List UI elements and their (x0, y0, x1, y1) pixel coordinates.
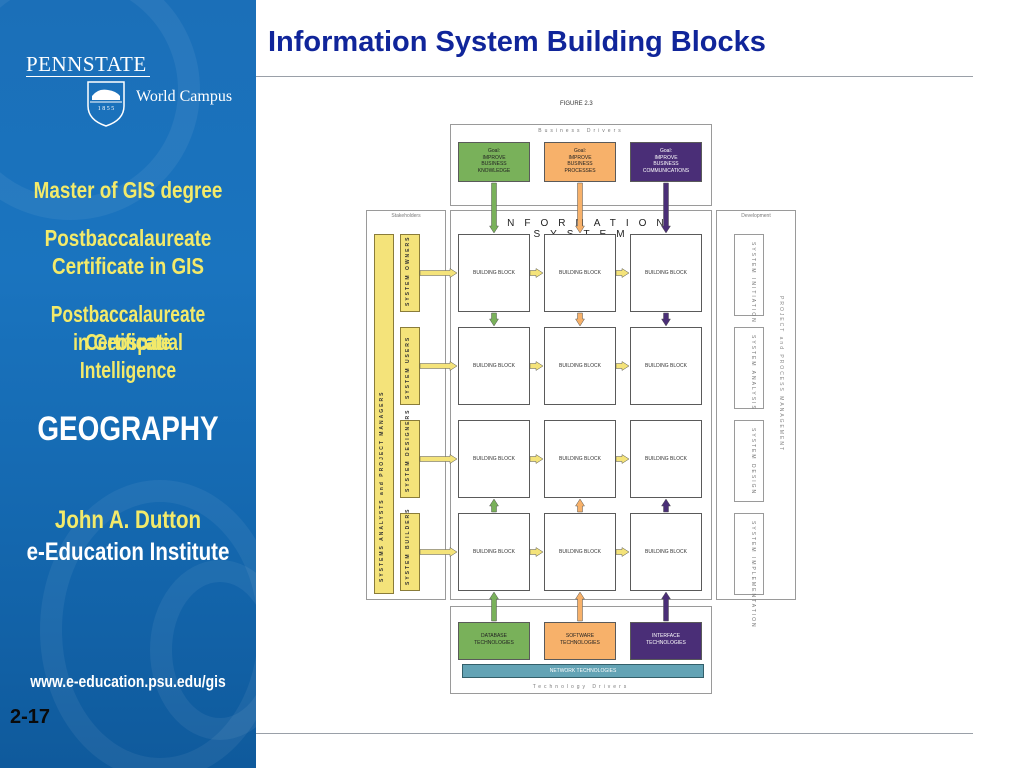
building-block: BUILDING BLOCK (544, 234, 616, 312)
analysts-managers-column (374, 234, 394, 594)
development-row-label: SYSTEM IMPLEMENTATION (750, 521, 756, 629)
development-row-label: SYSTEM INITIATION (750, 242, 756, 324)
process-management-label: PROJECT and PROCESS MANAGEMENT (778, 296, 784, 453)
business-drivers-label: Business Drivers (538, 128, 624, 134)
building-block: BUILDING BLOCK (544, 327, 616, 405)
logo-divider (26, 76, 150, 77)
figure-caption: FIGURE 2.3 (560, 101, 593, 107)
analysts-managers-label: SYSTEMS ANALYSTS and PROJECT MANAGERS (379, 390, 385, 582)
stakeholder-row-3 (400, 513, 420, 591)
program-postbac-gis-line2: Certificate in GIS (52, 253, 204, 279)
footer-divider (256, 733, 973, 734)
world-campus-text: World Campus (136, 88, 233, 105)
website-url: www.e-education.psu.edu/gis (30, 672, 226, 691)
stakeholders-label: Stakeholders (391, 213, 421, 219)
building-block: BUILDING BLOCK (544, 513, 616, 591)
building-block: BUILDING BLOCK (630, 327, 702, 405)
institute-name-line1: John A. Dutton (54, 506, 202, 534)
stakeholder-row-label: SYSTEM BUILDERS (405, 507, 411, 585)
building-block: BUILDING BLOCK (458, 327, 530, 405)
building-block: BUILDING BLOCK (458, 513, 530, 591)
stakeholder-row-1 (400, 327, 420, 405)
development-row-3 (734, 513, 764, 595)
development-row-1 (734, 327, 764, 409)
network-technologies-bar: NETWORK TECHNOLOGIES (462, 664, 704, 678)
stakeholder-row-label: SYSTEM OWNERS (405, 235, 411, 306)
building-block: BUILDING BLOCK (630, 234, 702, 312)
development-row-0 (734, 234, 764, 316)
program-postbac-geoint-line2: in Geospatial Intelligence (73, 329, 183, 383)
building-block: BUILDING BLOCK (630, 513, 702, 591)
development-label: Development (741, 213, 771, 219)
development-row-label: SYSTEM DESIGN (750, 428, 756, 496)
technology-drivers-label: Technology Drivers (532, 684, 630, 690)
stakeholder-row-label: SYSTEM USERS (405, 335, 411, 399)
building-block: BUILDING BLOCK (458, 234, 530, 312)
program-postbac-geoint-line1: Postbaccalaureate Certificate (50, 301, 206, 355)
institute-name-line2: e-Education Institute (26, 538, 230, 566)
building-block: BUILDING BLOCK (544, 420, 616, 498)
pennstate-logo-text: PENNSTATE (26, 52, 147, 76)
nittany-lion-shield-icon: 1 8 5 5 (87, 81, 125, 127)
slide-title: Information System Building Blocks (268, 26, 766, 58)
development-row-2 (734, 420, 764, 502)
building-blocks-figure: FIGURE 2.3 Business Drivers Goal:IMPROVE… (360, 96, 800, 700)
building-block: BUILDING BLOCK (630, 420, 702, 498)
title-divider (256, 76, 973, 77)
sidebar: PENNSTATE 1 8 5 5 World Campus Master of… (0, 0, 256, 768)
svg-text:1 8 5 5: 1 8 5 5 (98, 106, 115, 112)
stakeholder-row-0 (400, 234, 420, 312)
development-row-label: SYSTEM ANALYSIS (750, 335, 756, 411)
building-block: BUILDING BLOCK (458, 420, 530, 498)
program-gis-masters: Master of GIS degree (33, 177, 223, 203)
page-number: 2-17 (10, 706, 51, 728)
program-postbac-gis-line1: Postbaccalaureate (44, 225, 212, 251)
stakeholder-row-label: SYSTEM DESIGNERS (405, 408, 411, 492)
stakeholder-row-2 (400, 420, 420, 498)
geography-department: GEOGRAPHY (37, 410, 219, 448)
